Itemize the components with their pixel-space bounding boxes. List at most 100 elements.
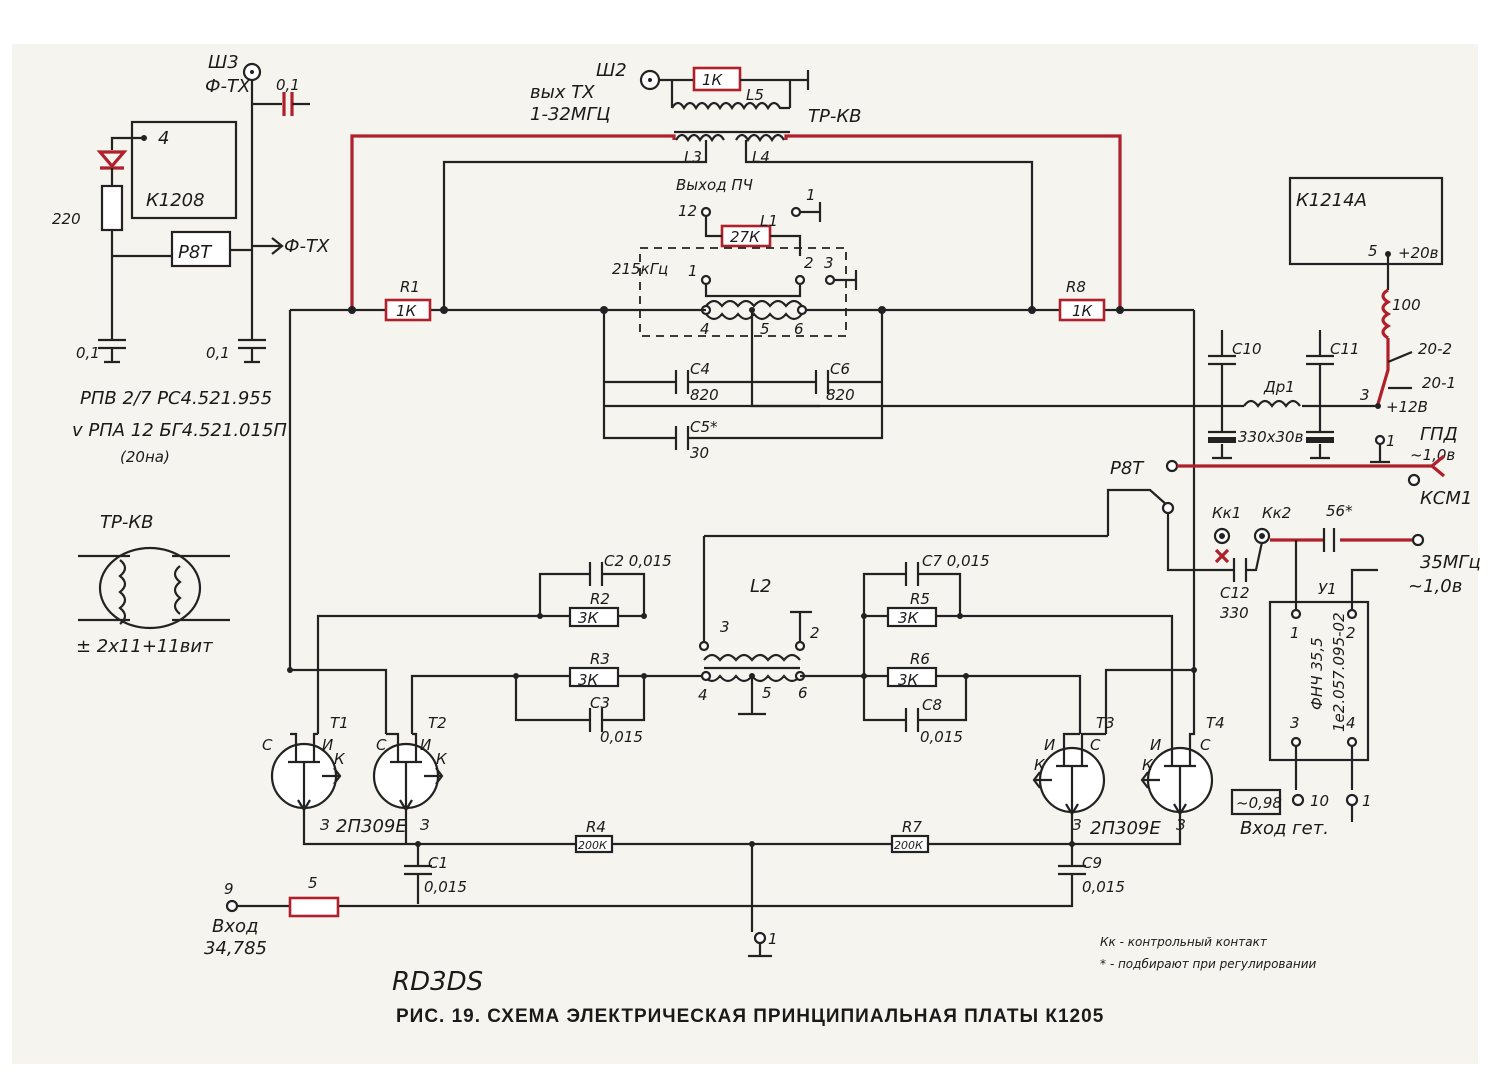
resistor-r5 <box>886 606 938 628</box>
input-pin: 9 <box>224 880 234 898</box>
c1-name: С1 <box>428 854 448 872</box>
freq-label: 215кГц <box>612 260 668 278</box>
r8-value: 1К <box>1072 302 1094 320</box>
l4-label: L4 <box>752 148 770 166</box>
c1-value: 0,015 <box>424 878 467 896</box>
out-pch-label: Выход ПЧ <box>676 176 753 194</box>
c4-name: С4 <box>690 360 710 378</box>
r4-value: 200К <box>578 839 608 852</box>
k1208-box <box>130 120 238 220</box>
r8-name: R8 <box>1066 278 1086 296</box>
r2-value: 3К <box>578 609 600 627</box>
gpd-connector-icon <box>1407 473 1421 487</box>
l1-p2: 2 <box>804 254 814 272</box>
inductor-100-icon <box>1381 288 1392 340</box>
l2-coil-icon <box>703 653 801 662</box>
transistor-t3 <box>1032 732 1106 817</box>
l1-p3: 3 <box>824 254 834 272</box>
trkv-title: ТР-КВ <box>100 512 153 533</box>
r7-name: R7 <box>902 818 922 836</box>
dr1-choke-icon <box>1243 399 1301 408</box>
c4-value: 820 <box>690 386 719 404</box>
resistor-r8 <box>1058 298 1106 322</box>
input-freq: 34,785 <box>204 938 267 959</box>
trkv-winding-note: ± 2х11+11вит <box>76 636 213 657</box>
l3-coil-icon <box>675 133 725 143</box>
r5-value: 3К <box>898 609 920 627</box>
cap-top-value: 0,1 <box>276 76 300 94</box>
p8t-relay-box <box>170 230 232 268</box>
t3-z: З <box>1072 816 1082 834</box>
f-tx-top-label: Ф-ТХ <box>205 76 251 97</box>
t4-k: К <box>1142 756 1154 774</box>
signature: RD3DS <box>392 967 483 997</box>
k1214a-pin5: 5 <box>1368 242 1378 260</box>
t4-label: Т4 <box>1206 714 1225 732</box>
t2-s: С <box>376 736 387 754</box>
r1k-value: 1К <box>702 71 724 89</box>
l2-pin3: 3 <box>720 618 730 636</box>
l5-coil-icon <box>671 101 790 111</box>
c3-icon <box>588 708 604 732</box>
footer: Кк - контрольный контакт * - подбирают п… <box>392 935 1317 1027</box>
l1-coil-icon <box>705 299 803 308</box>
r7-value: 200К <box>894 839 924 852</box>
r2-name: R2 <box>590 590 610 608</box>
range-label: 1-32МГЦ <box>530 104 610 125</box>
f-tx-right-label: Ф-ТХ <box>284 236 330 257</box>
l1-p4: 4 <box>700 320 710 338</box>
input-inductor-5 <box>288 896 340 918</box>
c5-value: 30 <box>690 444 709 462</box>
c8-icon <box>904 708 920 732</box>
l1-p1: 1 <box>688 262 698 280</box>
l1-shield-box <box>639 247 847 337</box>
fet-left-type: 2П309Е <box>336 816 407 837</box>
gnd-pin1: 1 <box>768 930 778 948</box>
t4-i: И <box>1150 736 1161 754</box>
c4-icon <box>674 370 690 394</box>
k1208-label: К1208 <box>146 190 205 211</box>
note-star: * - подбирают при регулировании <box>1100 957 1317 971</box>
u1-pin1: 1 <box>1290 624 1300 642</box>
pin1b-label: 1 <box>1362 792 1372 810</box>
l1-p6: 6 <box>794 320 804 338</box>
rpa-note-2: (20на) <box>120 448 170 466</box>
c12-value: 330 <box>1220 604 1249 622</box>
t3-label: Т3 <box>1096 714 1115 732</box>
gpd-label: ГПД <box>1420 424 1458 445</box>
resistor-r1 <box>384 298 432 322</box>
ksm1-connector-icon <box>1411 533 1425 547</box>
u1-filter-code: 1е2.057.095-02 <box>1330 612 1348 732</box>
dr1-label: Др1 <box>1263 378 1295 396</box>
l2-pin4: 4 <box>698 686 708 704</box>
v098-box <box>1230 788 1282 816</box>
j20-1-label: 20-1 <box>1422 374 1456 392</box>
c5-icon <box>674 426 690 450</box>
l1-label: L1 <box>760 212 778 230</box>
u1-pin2: 2 <box>1346 624 1356 642</box>
r6-value: 3К <box>898 671 920 689</box>
caps-label: 330х30в <box>1238 428 1304 446</box>
c8-name: С8 <box>922 696 942 714</box>
t3-i: И <box>1044 736 1055 754</box>
u1-pin4: 4 <box>1346 714 1356 732</box>
t1-label: Т1 <box>330 714 349 732</box>
k1214a-label: К1214А <box>1296 190 1367 211</box>
pin10-label: 10 <box>1310 792 1329 810</box>
paper-sheet <box>12 44 1478 1064</box>
r4-name: R4 <box>586 818 606 836</box>
input-label: Вход <box>212 916 258 937</box>
transistor-t1 <box>270 732 342 813</box>
l2-pin5: 5 <box>762 684 772 702</box>
c7-icon <box>904 562 920 586</box>
resistor-r3 <box>568 666 620 688</box>
k1214a-box <box>1288 176 1444 266</box>
t1-z: З <box>320 816 330 834</box>
kk1-label: Кк1 <box>1212 504 1241 522</box>
top-section: Ш2 вых ТХ 1-32МГЦ 1К L5 ТР-КВ L3 L4 Выхо… <box>288 60 1196 670</box>
l5-label: L5 <box>746 86 764 104</box>
l1-pin12: 12 <box>678 202 697 220</box>
u1-filter-box <box>1268 600 1370 762</box>
caption: РИС. 19. СХЕМА ЭЛЕКТРИЧЕСКАЯ ПРИНЦИПИАЛЬ… <box>396 1006 1104 1027</box>
l4-coil-icon <box>735 133 785 143</box>
